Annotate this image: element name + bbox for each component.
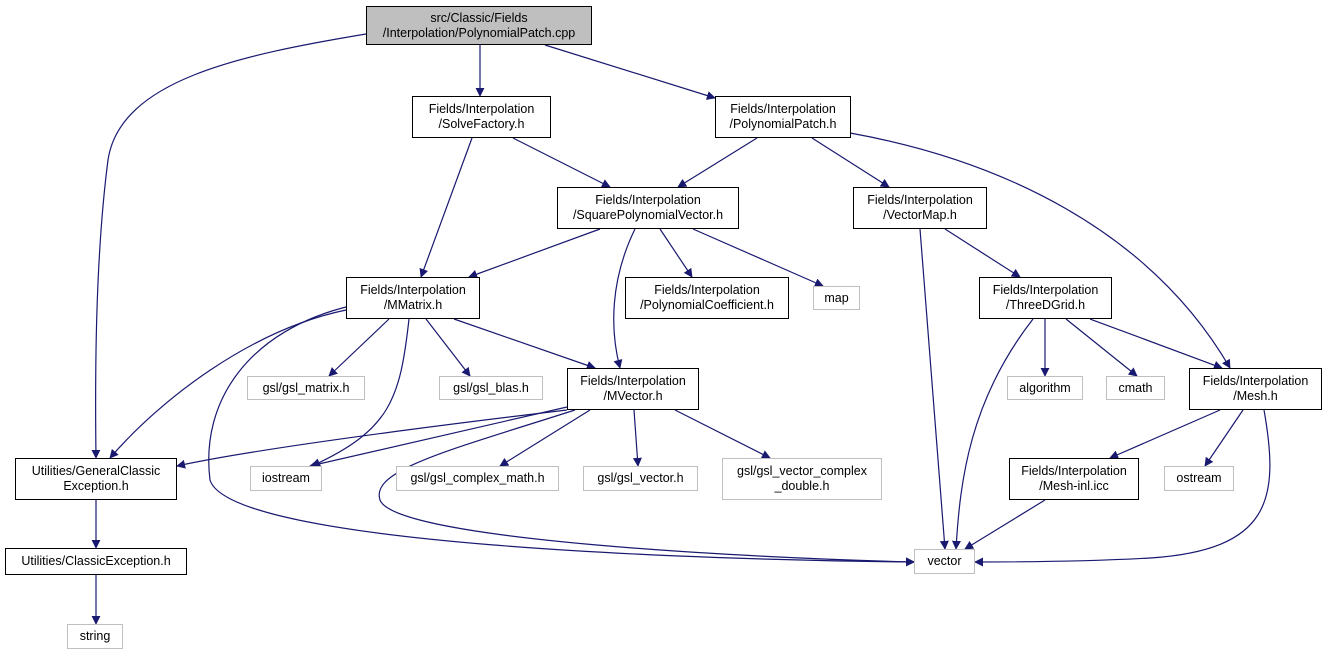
node-label-line1: Fields/Interpolation [992,283,1099,297]
edge-root-to-general-exception [91,33,367,459]
node-gsl-blas-h[interactable]: gsl/gsl_blas.h [439,376,543,400]
node-map[interactable]: map [813,286,860,310]
node-classic-exception-h[interactable]: Utilities/ClassicException.h [5,548,187,575]
node-mmatrix-h[interactable]: Fields/Interpolation /MMatrix.h [346,277,480,319]
node-polynomial-coefficient-h[interactable]: Fields/Interpolation /PolynomialCoeffici… [625,277,789,319]
node-three-d-grid-h[interactable]: Fields/Interpolation /ThreeDGrid.h [979,277,1112,319]
edge-squarepoly-to-map [692,228,824,287]
node-solve-factory-h[interactable]: Fields/Interpolation /SolveFactory.h [412,96,551,138]
edge-polypatch-to-mesh [849,132,1231,369]
node-label-line2: /PolynomialPatch.h [729,117,837,131]
node-square-polynomial-vector-h[interactable]: Fields/Interpolation /SquarePolynomialVe… [557,187,739,229]
node-gsl-vector-complex-double-h[interactable]: gsl/gsl_vector_complex _double.h [722,458,882,500]
edge-polypatch-to-squarepoly [677,137,758,188]
edge-solvefactory-to-squarepoly [512,137,611,188]
edge-mesh-to-mesh-inl [1109,409,1221,459]
node-label-line1: Fields/Interpolation [1202,374,1309,388]
node-label-line1: Fields/Interpolation [730,102,836,116]
node-label-line1: Fields/Interpolation [595,193,701,207]
node-label-line1: gsl/gsl_vector.h [597,471,684,485]
node-label-line2: /SolveFactory.h [438,117,525,131]
edge-mmatrix-to-general-exception [109,309,347,459]
node-label-line1: iostream [262,471,310,485]
edge-mmatrix-to-gsl-blas [425,318,471,377]
node-label-line1: gsl/gsl_complex_math.h [410,471,545,485]
node-label-line2: /MMatrix.h [383,298,443,312]
node-label-line1: Fields/Interpolation [654,283,760,297]
edge-threedgrid-to-vector [951,318,1034,550]
edge-mmatrix-to-iostream [311,318,410,467]
node-gsl-matrix-h[interactable]: gsl/gsl_matrix.h [247,376,365,400]
node-gsl-complex-math-h[interactable]: gsl/gsl_complex_math.h [396,466,559,491]
node-label-line2: /SquarePolynomialVector.h [572,208,724,222]
edge-mmatrix-to-mvector [453,318,596,370]
edge-mvector-to-gsl-complex-math [499,409,591,467]
node-label-line2: /PolynomialCoefficient.h [640,298,774,312]
node-label-line2: /VectorMap.h [883,208,957,222]
node-general-classic-exception-h[interactable]: Utilities/GeneralClassic Exception.h [15,458,177,500]
node-string[interactable]: string [67,624,123,649]
edge-vectormap-to-vector [919,228,949,550]
edge-mesh-to-ostream [1204,409,1244,467]
node-label-line1: Fields/Interpolation [360,283,466,297]
node-polynomial-patch-h[interactable]: Fields/Interpolation /PolynomialPatch.h [715,96,851,138]
node-gsl-vector-h[interactable]: gsl/gsl_vector.h [583,466,698,491]
node-label-line2: _double.h [774,479,830,493]
edge-mvector-to-gsl-vector-complex [674,409,771,459]
node-label-line2: /MVector.h [603,389,663,403]
edge-mesh-inl-to-vector [964,499,1046,550]
edge-squarepoly-to-mvector [613,228,636,369]
node-label-line2: /Mesh.h [1233,389,1278,403]
node-iostream[interactable]: iostream [250,466,322,491]
node-label-line1: algorithm [1019,380,1071,395]
node-algorithm[interactable]: algorithm [1007,376,1083,400]
edge-root-to-polypatch-h [544,44,716,100]
node-label-line1: ostream [1176,471,1222,485]
node-label-line1: vector [927,554,962,568]
node-label-line1: Utilities/ClassicException.h [21,554,171,568]
node-mesh-h[interactable]: Fields/Interpolation /Mesh.h [1189,368,1322,410]
node-label-line1: gsl/gsl_vector_complex [737,464,867,478]
node-label-line1: map [824,290,849,305]
node-label-line2: /ThreeDGrid.h [1005,298,1086,312]
node-label-line1: Fields/Interpolation [580,374,686,388]
node-label-line1: Utilities/GeneralClassic [31,464,161,478]
node-label-line1: gsl/gsl_matrix.h [262,380,350,395]
node-vector-map-h[interactable]: Fields/Interpolation /VectorMap.h [853,187,987,229]
edge-threedgrid-to-mesh [1089,318,1223,370]
edge-mesh-to-vector [974,409,1271,567]
node-mesh-inl-icc[interactable]: Fields/Interpolation /Mesh-inl.icc [1009,458,1139,500]
node-ostream[interactable]: ostream [1164,466,1234,491]
node-label-line1: cmath [1118,380,1153,395]
edge-mvector-to-vector [378,409,915,567]
edge-squarepoly-to-polycoef [659,228,693,278]
node-label-line2: /Mesh-inl.icc [1039,479,1109,493]
edge-solvefactory-to-mmatrix [419,137,473,278]
node-label-line1: gsl/gsl_blas.h [453,380,529,395]
node-polynomial-patch-cpp[interactable]: src/Classic/Fields /Interpolation/Polyno… [366,6,592,45]
node-label-line1: src/Classic/Fields [430,10,528,25]
node-label-line1: string [79,629,111,643]
edge-mmatrix-to-vector [208,305,915,567]
edge-threedgrid-to-cmath [1065,318,1138,377]
node-label-line2: /Interpolation/PolynomialPatch.cpp [382,25,576,40]
node-vector[interactable]: vector [914,549,975,574]
edge-mvector-to-gsl-vector [632,409,642,467]
node-label-line1: Fields/Interpolation [1021,464,1127,478]
node-label-line1: Fields/Interpolation [428,102,535,116]
node-cmath[interactable]: cmath [1106,376,1165,400]
edge-squarepoly-to-mmatrix [468,228,601,279]
node-mvector-h[interactable]: Fields/Interpolation /MVector.h [567,368,699,410]
edge-polypatch-to-vectormap [811,137,890,188]
edge-vectormap-to-threedgrid [944,228,1021,278]
node-label-line2: Exception.h [63,479,129,493]
edge-mvector-to-general-exception [176,409,568,469]
node-label-line1: Fields/Interpolation [867,193,973,207]
edge-mvector-to-iostream [309,406,568,469]
edge-mmatrix-to-gsl-matrix [328,318,390,377]
